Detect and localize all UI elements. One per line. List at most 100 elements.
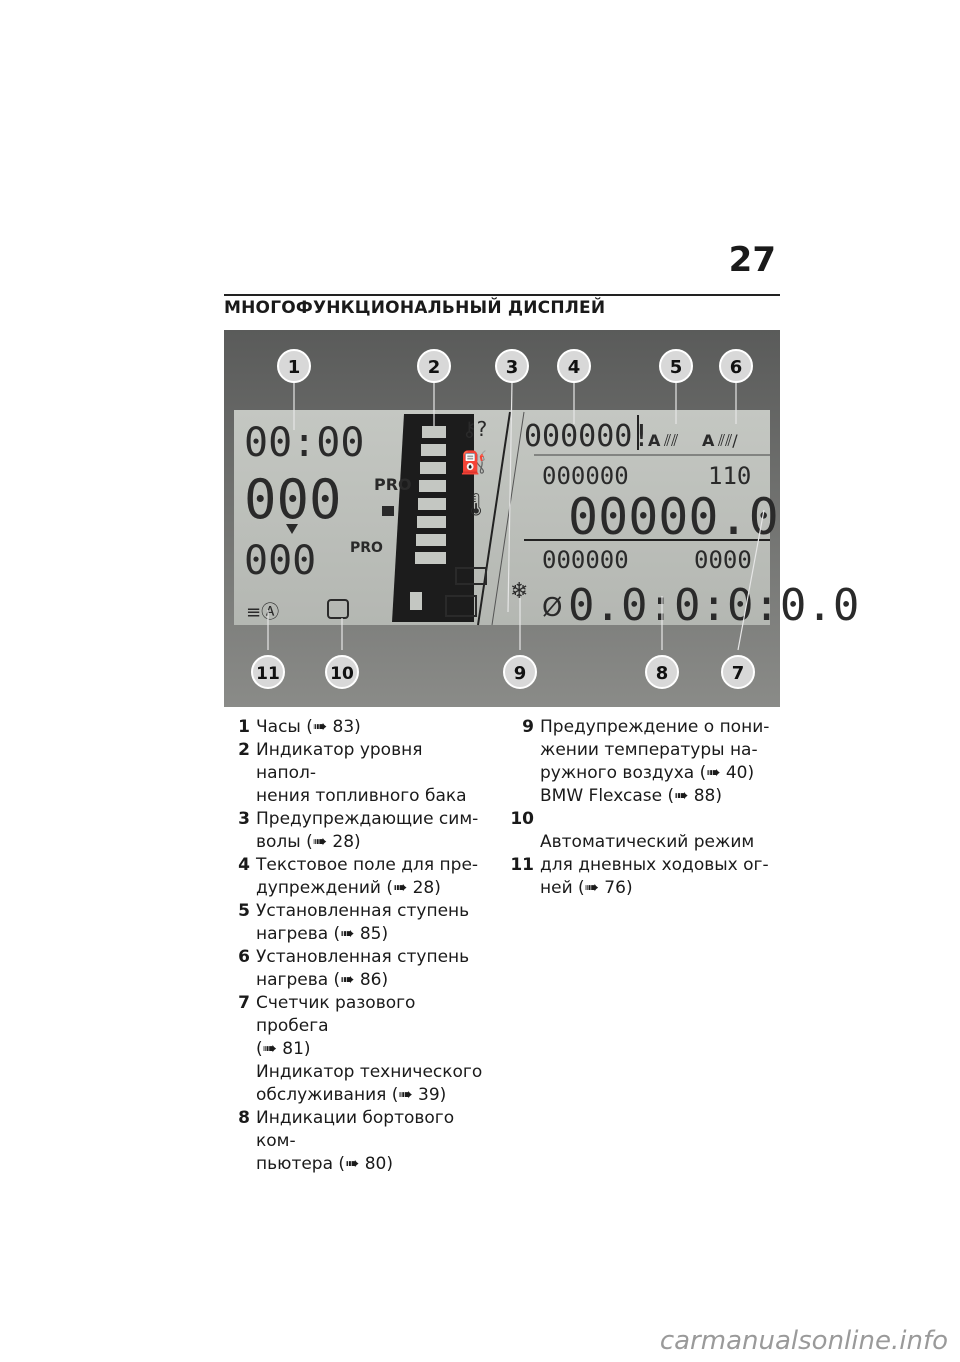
- legend-number: 2: [238, 740, 250, 760]
- legend-item: Автоматический режим: [508, 831, 780, 854]
- legend-text: Счетчик разового пробега: [256, 993, 416, 1036]
- legend-text: нения топливного бака: [256, 786, 467, 806]
- header-rule: [224, 294, 780, 296]
- drl-auto-icon: ≡Ⓐ: [246, 602, 279, 623]
- legend-text: Предупреждение о пони-: [540, 717, 770, 737]
- heated-grips-icon: ⫽⫽: [663, 431, 678, 450]
- legend-item: 2 Индикатор уровня напол-нения топливног…: [224, 739, 486, 808]
- lcd-odo-small-right: 110: [708, 462, 751, 490]
- legend-number: 9: [522, 717, 534, 737]
- legend-text: Предупреждающие сим-: [256, 809, 479, 829]
- legend-text: нагрева (➠ 86): [256, 970, 389, 990]
- callout-6: 6: [730, 357, 743, 378]
- fuel-gauge-segments: [415, 426, 446, 564]
- fuel-pump-icon: [410, 592, 422, 610]
- callout-3: 3: [506, 357, 519, 378]
- legend-left: 1 Часы (➠ 83) 2 Индикатор уровня напол-н…: [224, 716, 486, 1176]
- flexcase-icon: [327, 599, 349, 619]
- legend-number: 6: [238, 947, 250, 967]
- heated-seat-icon: ⫽⫽/: [717, 431, 738, 450]
- key-warning-icon: ⚷?: [462, 417, 487, 441]
- legend-number: 8: [238, 1108, 250, 1128]
- legend-text: обслуживания (➠ 39): [256, 1085, 447, 1105]
- legend-item: 8 Индикации бортового ком-пьютера (➠ 80): [224, 1107, 486, 1176]
- callout-7: 7: [732, 663, 745, 684]
- legend-text: Установленная ступень: [256, 901, 470, 921]
- callout-11: 11: [256, 664, 280, 684]
- battery-icon: [445, 595, 477, 617]
- watermark: carmanualsonline.info: [659, 1326, 948, 1356]
- legend-text: Индикатор технического: [256, 1062, 483, 1082]
- lcd-illustration: 00:00 000 PRO 000 PRO ≡Ⓐ ⚷? ⛽ 🌡 ❄ 000000…: [224, 330, 859, 707]
- legend-item: 4 Текстовое поле для пре-дупреждений (➠ …: [224, 854, 486, 900]
- legend-item: 10: [508, 808, 780, 831]
- legend-text: Индикатор уровня напол-: [256, 740, 423, 783]
- engine-check-icon: [455, 567, 487, 585]
- legend-item: 7 Счетчик разового пробега (➠ 81) Индикато…: [224, 992, 486, 1107]
- callout-4: 4: [568, 357, 581, 378]
- legend-right: 9 Предупреждение о пони-жении температур…: [508, 716, 780, 900]
- legend-number: 10: [510, 809, 534, 829]
- snowflake-icon: ❄: [510, 579, 528, 604]
- callout-8: 8: [656, 663, 669, 684]
- legend-number: 5: [238, 901, 250, 921]
- display-figure: 00:00 000 PRO 000 PRO ≡Ⓐ ⚷? ⛽ 🌡 ❄ 000000…: [224, 330, 859, 707]
- callouts-bottom: 11 10 9 8 7: [251, 655, 755, 689]
- legend-item: 11 для дневных ходовых ог-ней (➠ 76): [508, 854, 780, 900]
- legend-text: Часы: [256, 717, 307, 737]
- legend-text: BMW Flexcase (➠ 88): [540, 786, 722, 806]
- plug-icon: [382, 506, 394, 516]
- callout-5: 5: [670, 357, 683, 378]
- legend-number: 11: [510, 855, 534, 875]
- lcd-avg-symbol: Ø: [542, 593, 562, 623]
- legend-text: ней (➠ 76): [540, 878, 633, 898]
- legend-number: 4: [238, 855, 250, 875]
- legend-item: 3 Предупреждающие сим-волы (➠ 28): [224, 808, 486, 854]
- legend-number: 7: [238, 993, 250, 1013]
- legend-item: 1 Часы (➠ 83): [224, 716, 486, 739]
- callout-10: 10: [330, 664, 354, 684]
- heat-grip-a-label: A: [648, 431, 661, 450]
- triangle-down-icon: [286, 524, 298, 534]
- legend-text: (➠ 81): [256, 1039, 311, 1059]
- callout-leaders: [267, 381, 765, 651]
- lcd-text-field: 000000!: [524, 419, 650, 454]
- page-number: 27: [728, 240, 776, 280]
- lcd-secondary: 000: [244, 538, 316, 584]
- lcd-odo-small: 000000: [542, 462, 629, 490]
- legend-text: волы (➠ 28): [256, 832, 361, 852]
- lcd-trip-small: 000000: [542, 546, 629, 574]
- legend-text: нагрева (➠ 85): [256, 924, 389, 944]
- coolant-temp-icon: 🌡: [462, 493, 490, 518]
- lcd-secondary-unit: PRO: [350, 540, 383, 556]
- legend-text: Текстовое поле для пре-: [256, 855, 479, 875]
- legend-text: пьютера (➠ 80): [256, 1154, 393, 1174]
- lcd-trip-big: 0.0:0:0:0.0: [568, 580, 859, 631]
- callouts-top: 1 2 3 4 5 6: [277, 349, 753, 383]
- callout-1: 1: [288, 357, 301, 378]
- legend-text: дупреждений (➠ 28): [256, 878, 441, 898]
- legend-text: для дневных ходовых ог-: [540, 855, 769, 875]
- legend-text: Установленная ступень: [256, 947, 470, 967]
- lcd-clock: 00:00: [244, 420, 364, 466]
- legend-number: [508, 831, 540, 854]
- callout-2: 2: [428, 357, 441, 378]
- legend-text: Индикации бортового ком-: [256, 1108, 455, 1151]
- legend-text: Автоматический режим: [540, 832, 755, 852]
- heat-seat-a-label: A: [702, 431, 715, 450]
- legend-item: 6 Установленная ступень нагрева (➠ 86): [224, 946, 486, 992]
- legend-text: (➠ 83): [306, 717, 361, 737]
- lcd-speed: 000: [244, 468, 342, 531]
- lcd-panel: [234, 410, 770, 625]
- lcd-speed-unit: PRO: [374, 475, 412, 494]
- legend-item: 5 Установленная ступень нагрева (➠ 85): [224, 900, 486, 946]
- callout-9: 9: [514, 663, 527, 684]
- legend-number: 3: [238, 809, 250, 829]
- lcd-trip-small-right: 0000: [694, 546, 752, 574]
- oil-can-icon: ⛽: [460, 450, 487, 476]
- lcd-odo-big: 00000.0: [568, 488, 779, 546]
- section-title: МНОГОФУНКЦИОНАЛЬНЫЙ ДИСПЛЕЙ: [224, 298, 606, 318]
- legend-text: ружного воздуха (➠ 40): [540, 763, 755, 783]
- legend-text: жении температуры на-: [540, 740, 758, 760]
- legend-item: 9 Предупреждение о пони-жении температур…: [508, 716, 780, 808]
